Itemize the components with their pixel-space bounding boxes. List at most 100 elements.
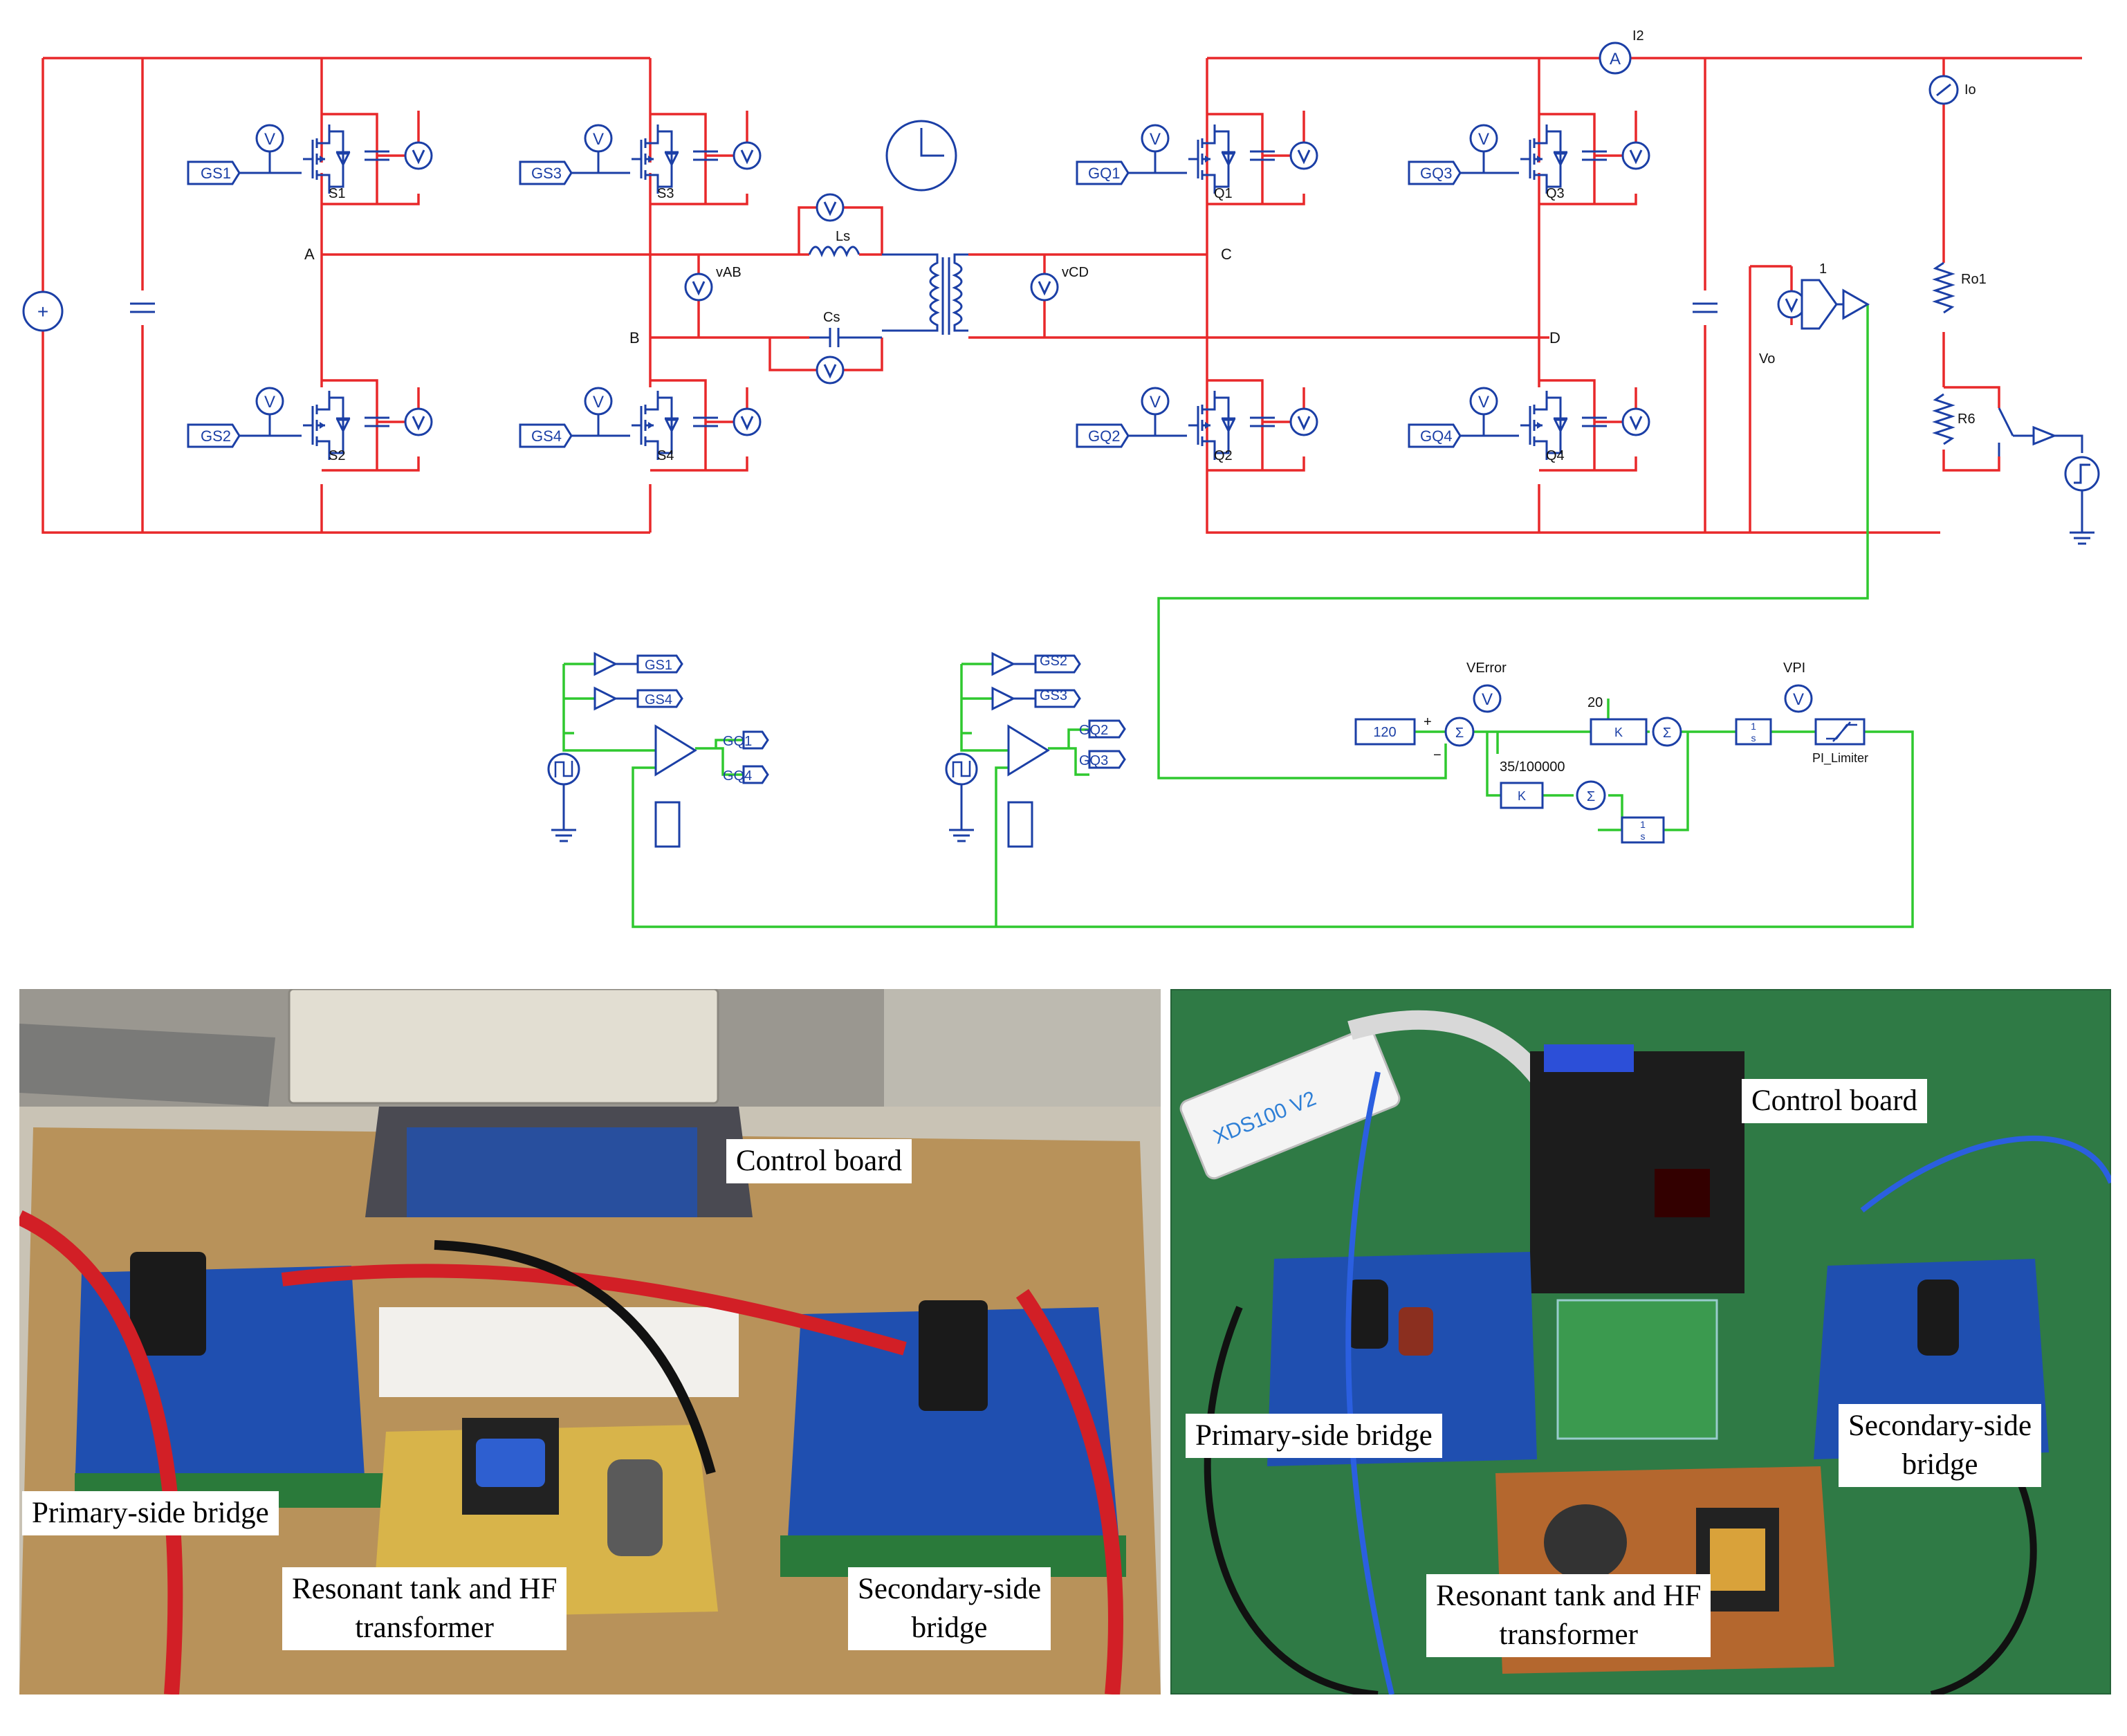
probe-vcd-label: vCD xyxy=(1062,265,1089,280)
svg-text:GQ2: GQ2 xyxy=(1088,427,1120,445)
svg-text:GQ4: GQ4 xyxy=(723,768,752,784)
probe-vab xyxy=(684,273,713,302)
svg-text:20: 20 xyxy=(1587,695,1603,710)
load-step-switch xyxy=(1998,407,2100,545)
switch-s3-label: S3 xyxy=(657,186,674,201)
inductor-ls-label: Ls xyxy=(836,229,850,244)
svg-text:−: − xyxy=(1433,748,1442,763)
svg-text:GS1: GS1 xyxy=(201,165,231,182)
gate-tag-gs2: GS2 xyxy=(187,423,241,448)
switch-s1-label: S1 xyxy=(329,186,345,201)
gate-tag-gq3: GQ3 xyxy=(1408,160,1462,185)
integrator-block xyxy=(1735,718,1772,746)
svg-text:35/100000: 35/100000 xyxy=(1500,759,1565,775)
left-callout-primary-bridge: Primary-side bridge xyxy=(22,1491,279,1535)
switch-q2-label: Q2 xyxy=(1214,448,1233,463)
power-supply-right xyxy=(884,989,1161,1107)
integrator-block-2 xyxy=(1621,816,1665,844)
modulator-2: GS2 GS3 GQ2 GQ3 xyxy=(945,652,1126,848)
gate-tag-gs3: GS3 xyxy=(519,160,573,185)
output-capacitor xyxy=(1691,302,1719,313)
right-callout-control-board: Control board xyxy=(1742,1079,1928,1123)
right-callout-secondary-bridge: Secondary-side bridge xyxy=(1839,1404,2042,1487)
primary-bridge: S1 S3 S2 S4 xyxy=(255,123,762,463)
ki-block xyxy=(1500,782,1544,809)
gate-wires xyxy=(237,149,1519,437)
svg-text:+: + xyxy=(1424,714,1432,730)
svg-text:1: 1 xyxy=(1640,819,1646,830)
gate-tag-gq1: GQ1 xyxy=(1076,160,1130,185)
limiter-block xyxy=(1814,718,1866,746)
svg-text:s: s xyxy=(1641,831,1646,842)
capacitor-cs-label: Cs xyxy=(823,310,840,325)
switch-q1-label: Q1 xyxy=(1214,186,1233,201)
svg-text:Σ: Σ xyxy=(1587,789,1595,804)
svg-text:Σ: Σ xyxy=(1663,726,1671,741)
left-callout-resonant-tank: Resonant tank and HF transformer xyxy=(282,1567,567,1650)
resistor-r6: R6 xyxy=(1932,393,1976,445)
switch-s4-label: S4 xyxy=(657,448,674,463)
voltage-sensor xyxy=(1801,279,1870,330)
probe-vpi-label: VPI xyxy=(1783,661,1805,676)
secondary-bridge: Q1 Q3 Q2 Q4 xyxy=(1141,123,1650,463)
svg-text:GQ4: GQ4 xyxy=(1420,427,1452,445)
pi-controller: 120 + − Σ VError K 20 K 35/100000 Σ 1 s … xyxy=(1354,661,1868,844)
svg-text:GS1: GS1 xyxy=(645,658,672,673)
node-a-label: A xyxy=(304,246,315,263)
gate-tag-gq4: GQ4 xyxy=(1408,423,1462,448)
svg-text:120: 120 xyxy=(1373,725,1396,740)
gate-tag-gq2: GQ2 xyxy=(1076,423,1130,448)
primary-bridge-board xyxy=(1267,1252,1537,1466)
probe-vcd xyxy=(1030,273,1059,302)
probe-vab-label: vAB xyxy=(716,265,742,280)
node-c-label: C xyxy=(1221,246,1232,263)
clock-icon xyxy=(885,120,957,192)
svg-text:1: 1 xyxy=(1751,721,1756,732)
probe-vo xyxy=(1777,290,1806,319)
svg-text:s: s xyxy=(1751,732,1756,744)
svg-text:PI_Limiter: PI_Limiter xyxy=(1812,751,1868,766)
svg-text:GS3: GS3 xyxy=(1040,688,1067,703)
left-hardware-photo: Control board Primary-side bridge Resona… xyxy=(19,989,1161,1695)
svg-text:GS3: GS3 xyxy=(531,165,562,182)
switch-q3-label: Q3 xyxy=(1546,186,1565,201)
left-callout-control-board: Control board xyxy=(726,1139,912,1183)
modulator-1: GS1 GS4 GQ1 GQ4 xyxy=(547,652,769,848)
control-board xyxy=(1530,1051,1744,1293)
driver-board xyxy=(1556,1299,1718,1440)
svg-text:GQ3: GQ3 xyxy=(1079,753,1108,768)
input-capacitor xyxy=(129,302,156,313)
probe-io-label: Io xyxy=(1964,82,1976,98)
probe-vo-label: Vo xyxy=(1759,351,1775,367)
reference-block xyxy=(1354,718,1416,746)
gate-tag-gs1: GS1 xyxy=(187,160,241,185)
resistor-ro1: Ro1 xyxy=(1932,261,1987,314)
svg-text:Σ: Σ xyxy=(1455,726,1464,741)
svg-text:GS2: GS2 xyxy=(1040,654,1067,669)
switch-q4-label: Q4 xyxy=(1546,448,1565,463)
svg-text:K: K xyxy=(1518,789,1526,803)
left-callout-secondary-bridge: Secondary-side bridge xyxy=(848,1567,1051,1650)
right-hardware-photo: XDS100 V2 Control board Primary-side bri… xyxy=(1170,989,2111,1695)
dc-source: + xyxy=(22,290,64,332)
switch-s2-label: S2 xyxy=(329,448,345,463)
kp-block xyxy=(1590,718,1648,746)
svg-text:+: + xyxy=(37,301,48,322)
gate-tag-gs4: GS4 xyxy=(519,423,573,448)
svg-text:Ro1: Ro1 xyxy=(1961,272,1987,287)
probe-i2-label: I2 xyxy=(1632,28,1644,44)
resonant-tank: Ls Cs xyxy=(808,193,882,385)
svg-text:GQ2: GQ2 xyxy=(1079,723,1108,738)
sense-gain-label: 1 xyxy=(1819,261,1827,277)
svg-text:K: K xyxy=(1614,726,1623,739)
svg-text:GS4: GS4 xyxy=(531,427,562,445)
power-wires xyxy=(42,57,2082,534)
breadboard xyxy=(379,1307,739,1397)
svg-text:GS4: GS4 xyxy=(645,692,672,708)
control-wires xyxy=(562,304,1914,928)
node-b-label: B xyxy=(629,329,640,347)
gate-tags: GS1 GS2 GS3 GS4 GQ1 GQ2 GQ3 GQ4 xyxy=(187,160,1462,448)
svg-text:GQ3: GQ3 xyxy=(1420,165,1452,182)
svg-text:GS2: GS2 xyxy=(201,427,231,445)
right-callout-primary-bridge: Primary-side bridge xyxy=(1186,1414,1442,1458)
